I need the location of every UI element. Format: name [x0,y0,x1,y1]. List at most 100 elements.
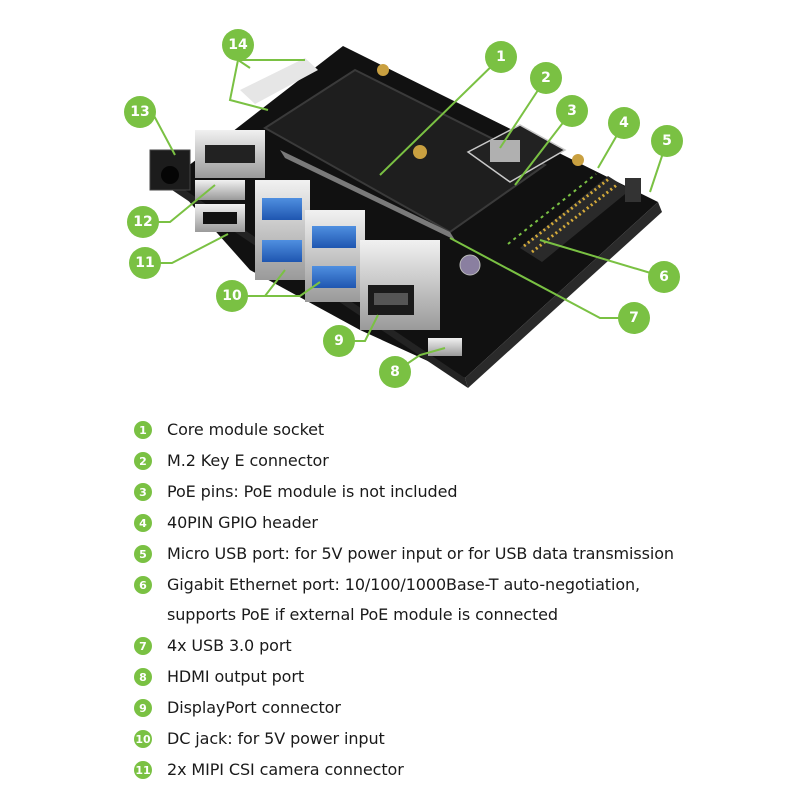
callout-circle [648,261,680,293]
legend-text-line: PoE pins: PoE module is not included [167,482,458,501]
mipi-csi-connectors [240,58,318,104]
callout-5: 5 [651,125,683,157]
legend-number-badge: 6 [134,576,152,594]
legend-text: Gigabit Ethernet port: 10/100/1000Base-T… [167,573,640,627]
callout-number: 10 [222,288,242,304]
callout-circle [608,107,640,139]
legend-text-line: Core module socket [167,420,325,439]
callout-9: 9 [323,325,355,357]
callout-number: 13 [130,104,149,120]
legend-item: 10 DC jack: for 5V power input [134,727,385,751]
callout-number: 3 [567,103,577,119]
callout-number: 11 [135,255,154,271]
sd-card-slot [490,140,520,162]
legend-number-badge: 7 [134,637,152,655]
antenna-standoff [377,64,389,76]
callout-14: 14 [222,29,254,61]
callout-number: 9 [334,333,344,349]
callout-4: 4 [608,107,640,139]
legend-number-badge: 11 [134,761,152,779]
callout-number: 7 [629,310,639,326]
legend-text-line: 4x USB 3.0 port [167,636,292,655]
callout-2: 2 [530,62,562,94]
usb3-ports-left [255,180,310,280]
legend-text-line-2: supports PoE if external PoE module is c… [167,605,558,624]
callout-number: 6 [659,269,669,285]
legend-text: 4x USB 3.0 port [167,634,292,658]
callout-6: 6 [648,261,680,293]
legend-text-line: 40PIN GPIO header [167,513,318,532]
callout-circle [222,29,254,61]
callout-13: 13 [124,96,156,128]
legend-item: 11 2x MIPI CSI camera connector [134,758,404,782]
callout-7: 7 [618,302,650,334]
callout-number: 2 [541,70,551,86]
legend-number-badge: 9 [134,699,152,717]
callout-circle [618,302,650,334]
legend-number-badge: 10 [134,730,152,748]
callout-circle [129,247,161,279]
callout-number: 5 [662,133,672,149]
legend-text: DisplayPort connector [167,696,341,720]
callout-10: 10 [216,280,248,312]
callout-circle [651,125,683,157]
mount-standoff [413,145,427,159]
capacitor [459,254,481,276]
legend-text: Core module socket [167,418,324,442]
legend-text: 40PIN GPIO header [167,511,318,535]
board-edge [465,202,662,388]
legend-number-badge: 1 [134,421,152,439]
legend-item: 7 4x USB 3.0 port [134,634,292,658]
legend-number-badge: 2 [134,452,152,470]
callout-circle [124,96,156,128]
legend-number-badge: 3 [134,483,152,501]
legend-number-badge: 4 [134,514,152,532]
callout-circle [556,95,588,127]
legend-text-line: M.2 Key E connector [167,451,329,470]
callout-1: 1 [485,41,517,73]
legend-item: 1 Core module socket [134,418,324,442]
callout-circle [127,206,159,238]
callout-circle [530,62,562,94]
callout-circle [379,356,411,388]
callout-number: 14 [228,37,248,53]
poe-standoff [572,154,584,166]
display-port-lower [195,180,245,200]
legend-text-line: HDMI output port [167,667,305,686]
legend-text: M.2 Key E connector [167,449,329,473]
micro-usb-pins [625,178,641,202]
callout-number: 8 [390,364,400,380]
legend-item: 3 PoE pins: PoE module is not included [134,480,458,504]
legend-text-line: DisplayPort connector [167,698,341,717]
socket-contacts [280,150,455,240]
callout-11: 11 [129,247,161,279]
gpio-header [507,173,630,262]
callout-8: 8 [379,356,411,388]
legend-text-line: 2x MIPI CSI camera connector [167,760,404,779]
callout-circle [216,280,248,312]
ethernet-port [360,240,440,330]
legend-item: 4 40PIN GPIO header [134,511,318,535]
callout-3: 3 [556,95,588,127]
callout-number: 1 [496,49,506,65]
usb3-ports-right [305,210,365,302]
legend-text: HDMI output port [167,665,304,689]
legend-number-badge: 8 [134,668,152,686]
legend-text: DC jack: for 5V power input [167,727,385,751]
micro-usb-port [428,338,462,356]
legend-item: 6 Gigabit Ethernet port: 10/100/1000Base-… [134,573,640,627]
legend-item: 2 M.2 Key E connector [134,449,329,473]
legend-text-line: Micro USB port: for 5V power input or fo… [167,544,674,563]
legend-number-badge: 5 [134,545,152,563]
legend-text-line: DC jack: for 5V power input [167,729,385,748]
legend-text: PoE pins: PoE module is not included [167,480,458,504]
callout-number: 4 [619,115,629,131]
legend-text: Micro USB port: for 5V power input or fo… [167,542,674,566]
legend-item: 5 Micro USB port: for 5V power input or f… [134,542,674,566]
callout-circle [323,325,355,357]
dc-jack-hole [161,166,179,184]
legend-item: 9 DisplayPort connector [134,696,341,720]
callout-12: 12 [127,206,159,238]
